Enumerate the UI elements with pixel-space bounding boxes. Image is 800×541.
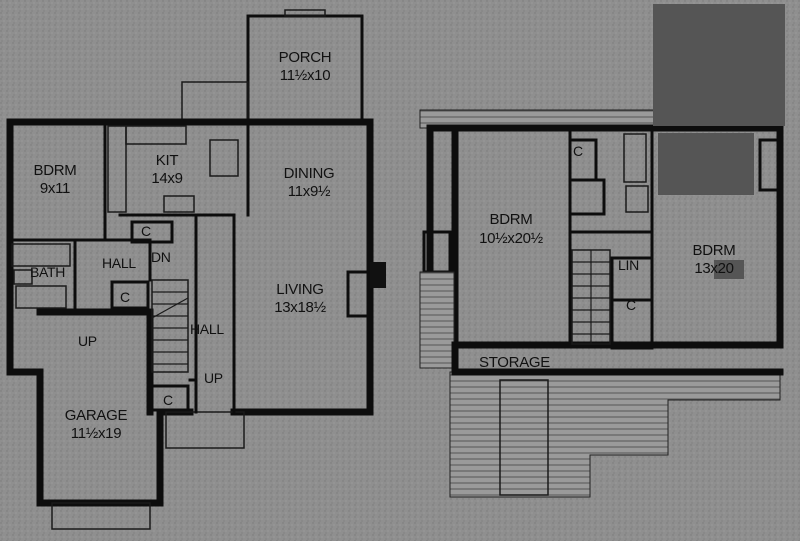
- room-size-garage: 11½x19: [71, 425, 121, 442]
- room-size-living: 13x18½: [274, 299, 326, 316]
- label-closet-upper-2: C: [626, 297, 636, 313]
- label-bath: BATH: [30, 264, 65, 280]
- room-size-kit: 14x9: [151, 170, 182, 187]
- room-size-dining: 11x9½: [288, 183, 331, 200]
- label-closet-2: C: [120, 289, 130, 305]
- room-name-living: LIVING: [276, 281, 323, 298]
- room-name-bdrm-upper-right: BDRM: [693, 242, 736, 259]
- upper-floor-plan: [419, 4, 785, 498]
- redaction-block-middle: [658, 133, 754, 195]
- room-size-porch: 11½x10: [280, 67, 330, 84]
- label-up-1: UP: [78, 333, 97, 349]
- room-name-porch: PORCH: [279, 49, 332, 66]
- room-size-bdrm-ground: 9x11: [40, 180, 70, 197]
- label-closet-1: C: [141, 223, 151, 239]
- redaction-block-top: [653, 4, 785, 126]
- label-storage: STORAGE: [479, 354, 550, 371]
- room-name-bdrm-ground: BDRM: [34, 162, 77, 179]
- redaction-block-dimension: [714, 260, 744, 279]
- label-dn: DN: [151, 249, 171, 265]
- label-hall-1: HALL: [102, 255, 136, 271]
- ground-floor-stairs: [151, 279, 189, 373]
- chimney: [370, 262, 386, 288]
- upper-floor-stairs: [571, 249, 611, 345]
- ground-floor-plan: [6, 9, 386, 530]
- label-hall-2: HALL: [190, 321, 224, 337]
- room-name-garage: GARAGE: [65, 407, 128, 424]
- lower-roof-left: [419, 271, 455, 369]
- label-lin: LIN: [618, 257, 639, 273]
- room-size-bdrm-upper-left: 10½x20½: [479, 230, 544, 247]
- room-name-kit: KIT: [156, 152, 179, 169]
- label-closet-upper-1: C: [573, 143, 583, 159]
- ground-floor-labels: PORCH 11½x10 BDRM 9x11 KIT 14x9 DINING 1…: [30, 49, 335, 442]
- room-name-dining: DINING: [284, 165, 335, 182]
- upper-floor-labels: BDRM 10½x20½ BDRM 13x20 STORAGE LIN C C: [479, 143, 736, 371]
- room-size-bdrm-upper-right: 13x20: [694, 260, 733, 277]
- label-up-2: UP: [204, 370, 223, 386]
- label-closet-3: C: [163, 392, 173, 408]
- room-name-bdrm-upper-left: BDRM: [490, 211, 533, 228]
- lower-roof: [449, 371, 781, 498]
